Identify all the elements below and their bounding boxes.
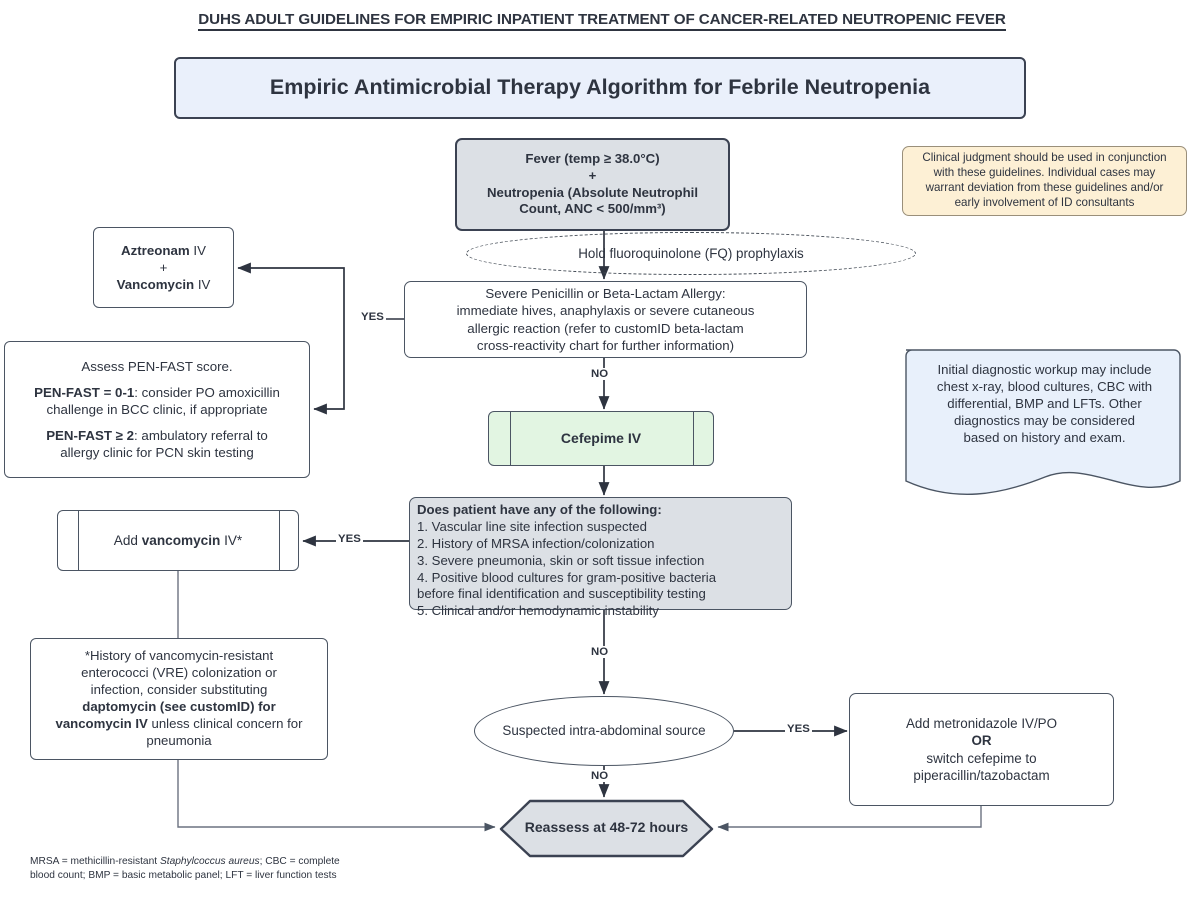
edge-yes-to-penfast	[313, 319, 345, 415]
clinical-note-line-3: warrant deviation from these guidelines …	[925, 181, 1164, 194]
criteria-item-1: 1. Vascular line site infection suspecte…	[417, 518, 647, 534]
cefepime-label: Cefepime IV	[489, 430, 713, 448]
process-bar-right	[279, 511, 280, 570]
abdominal-text: Suspected intra-abdominal source	[502, 723, 706, 739]
criteria-item-5: 5. Clinical and/or hemodynamic instabili…	[417, 603, 659, 619]
allergy-line-3: allergic reaction (refer to customID bet…	[467, 320, 744, 336]
aztreonam-drug: Aztreonam	[121, 242, 190, 258]
reassess-text: Reassess at 48-72 hours	[524, 818, 689, 835]
fever-line-3: Neutropenia (Absolute Neutrophil	[487, 184, 698, 200]
aztreonam-line-1: Aztreonam IV	[99, 242, 228, 259]
abbreviation-footnote: MRSA = methicillin-resistant Staphylcocc…	[30, 855, 430, 883]
penfast-line-2: PEN-FAST = 0-1: consider PO amoxicillin	[34, 384, 280, 400]
edge-metro-to-reassess	[717, 806, 982, 832]
clinical-note-line-1: Clinical judgment should be used in conj…	[922, 151, 1167, 165]
spacer	[11, 375, 303, 384]
clinical-judgment-note: Clinical judgment should be used in conj…	[902, 146, 1187, 216]
metro-line-2: OR	[858, 732, 1105, 749]
vre-line-3: infection, consider substituting	[90, 682, 268, 698]
pen-fast-score-node: Assess PEN-FAST score. PEN-FAST = 0-1: c…	[4, 341, 310, 478]
penfast-line-5: allergy clinic for PCN skin testing	[60, 445, 254, 461]
diagnostic-workup-note: Initial diagnostic workup may include ch…	[905, 348, 1184, 498]
add-vancomycin-node: Add vancomycin IV*	[57, 510, 299, 571]
workup-line-4: diagnostics may be considered	[953, 412, 1136, 428]
edge-label-allergy-yes: YES	[359, 311, 386, 323]
edge-label-criteria-yes: YES	[336, 533, 363, 545]
aztreonam-line-3: Vancomycin IV	[99, 276, 228, 293]
fever-line-2: +	[588, 167, 597, 183]
edge-label-criteria-no: NO	[589, 646, 611, 658]
fever-line-4: Count, ANC < 500/mm³)	[519, 201, 666, 217]
allergy-line-2: immediate hives, anaphylaxis or severe c…	[456, 303, 755, 319]
vre-substitution-note: *History of vancomycin-resistant enteroc…	[30, 638, 328, 760]
page-title: DUHS ADULT GUIDELINES FOR EMPIRIC INPATI…	[0, 11, 1204, 31]
cefepime-route: IV	[623, 429, 642, 446]
aztreonam-route: IV	[189, 242, 206, 258]
aztreonam-line-2: +	[159, 259, 168, 275]
organism-name: Staphylcoccus aureus	[159, 856, 260, 867]
workup-line-2: chest x-ray, blood cultures, CBC with	[936, 378, 1153, 394]
criteria-item-4: 4. Positive blood cultures for gram-posi…	[417, 569, 717, 585]
algorithm-banner: Empiric Antimicrobial Therapy Algorithm …	[174, 57, 1026, 119]
hold-fq-prophylaxis-node: Hold fluoroquinolone (FQ) prophylaxis	[466, 232, 916, 275]
vancomycin-route: IV	[194, 277, 211, 292]
allergy-line-1: Severe Penicillin or Beta-Lactam Allergy…	[485, 286, 726, 302]
vre-line-1: *History of vancomycin-resistant	[84, 648, 274, 664]
daptomycin-drug: daptomycin (see customID) for	[82, 699, 276, 714]
criteria-item-2: 2. History of MRSA infection/colonizatio…	[417, 535, 655, 551]
penfast-line-4: PEN-FAST ≥ 2: ambulatory referral to	[46, 428, 268, 443]
vancomycin-drug: vancomycin IV	[55, 715, 148, 731]
metronidazole-node: Add metronidazole IV/PO OR switch cefepi…	[849, 693, 1114, 806]
clinical-note-line-4: early involvement of ID consultants	[954, 195, 1135, 209]
metro-line-4: piperacillin/tazobactam	[913, 767, 1050, 783]
metro-line-3: switch cefepime to	[926, 750, 1037, 766]
spacer	[11, 418, 303, 427]
vancomycin-criteria-decision-node: Does patient have any of the following: …	[409, 497, 792, 618]
vre-line-6: pneumonia	[146, 732, 212, 748]
edge-label-allergy-no: NO	[589, 368, 611, 380]
process-bar-left	[510, 412, 511, 465]
metro-line-1: Add metronidazole IV/PO	[905, 716, 1058, 732]
fever-line-1: Fever (temp ≥ 38.0°C)	[525, 150, 660, 166]
footnote-line-1: MRSA = methicillin-resistant Staphylcocc…	[30, 856, 340, 867]
clinical-note-line-2: with these guidelines. Individual cases …	[933, 166, 1156, 180]
footnote-line-2: blood count; BMP = basic metabolic panel…	[30, 870, 337, 882]
fever-neutropenia-node: Fever (temp ≥ 38.0°C) + Neutropenia (Abs…	[455, 138, 730, 231]
reassess-node: Reassess at 48-72 hours	[499, 799, 714, 856]
cefepime-drug: Cefepime	[560, 429, 624, 446]
add-vancomycin-label: Add vancomycin IV*	[113, 532, 243, 548]
vre-line-2: enterococci (VRE) colonization or	[81, 665, 277, 681]
cefepime-node: Cefepime IV	[488, 411, 714, 466]
aztreonam-vancomycin-node: Aztreonam IV + Vancomycin IV	[93, 227, 234, 308]
edge-label-abdominal-no: NO	[589, 770, 611, 782]
edge-yes-to-aztreonam	[237, 262, 345, 319]
page-title-text: DUHS ADULT GUIDELINES FOR EMPIRIC INPATI…	[198, 11, 1006, 31]
penfast-score-high: PEN-FAST ≥ 2	[46, 428, 135, 443]
penfast-line-1: Assess PEN-FAST score.	[81, 358, 233, 374]
severe-allergy-decision-node: Severe Penicillin or Beta-Lactam Allergy…	[404, 281, 807, 358]
vancomycin-drug: Vancomycin	[116, 277, 195, 292]
metro-or: OR	[971, 733, 992, 749]
penfast-score-low: PEN-FAST = 0-1	[34, 384, 135, 400]
fq-text: Hold fluoroquinolone (FQ) prophylaxis	[578, 245, 804, 261]
allergy-line-4: cross-reactivity chart for further infor…	[476, 337, 735, 353]
criteria-item-3: 3. Severe pneumonia, skin or soft tissue…	[417, 552, 705, 568]
workup-line-1: Initial diagnostic workup may include	[937, 362, 1152, 377]
process-bar-right	[693, 412, 694, 465]
criteria-heading: Does patient have any of the following:	[417, 502, 662, 517]
process-bar-left	[78, 511, 79, 570]
criteria-item-4-cont: before final identification and suscepti…	[417, 586, 706, 602]
vre-line-5: vancomycin IV unless clinical concern fo…	[55, 715, 303, 731]
intra-abdominal-decision-node: Suspected intra-abdominal source	[474, 696, 734, 766]
edge-label-abdominal-yes: YES	[785, 723, 812, 735]
vancomycin-drug: vancomycin	[141, 532, 221, 548]
vre-line-4: daptomycin (see customID) for	[37, 699, 321, 716]
edge-vre-to-reassess	[177, 760, 496, 832]
banner-text: Empiric Antimicrobial Therapy Algorithm …	[269, 75, 931, 100]
workup-line-5: based on history and exam.	[963, 429, 1126, 445]
penfast-line-3: challenge in BCC clinic, if appropriate	[46, 401, 268, 417]
workup-line-3: differential, BMP and LFTs. Other	[947, 395, 1142, 411]
